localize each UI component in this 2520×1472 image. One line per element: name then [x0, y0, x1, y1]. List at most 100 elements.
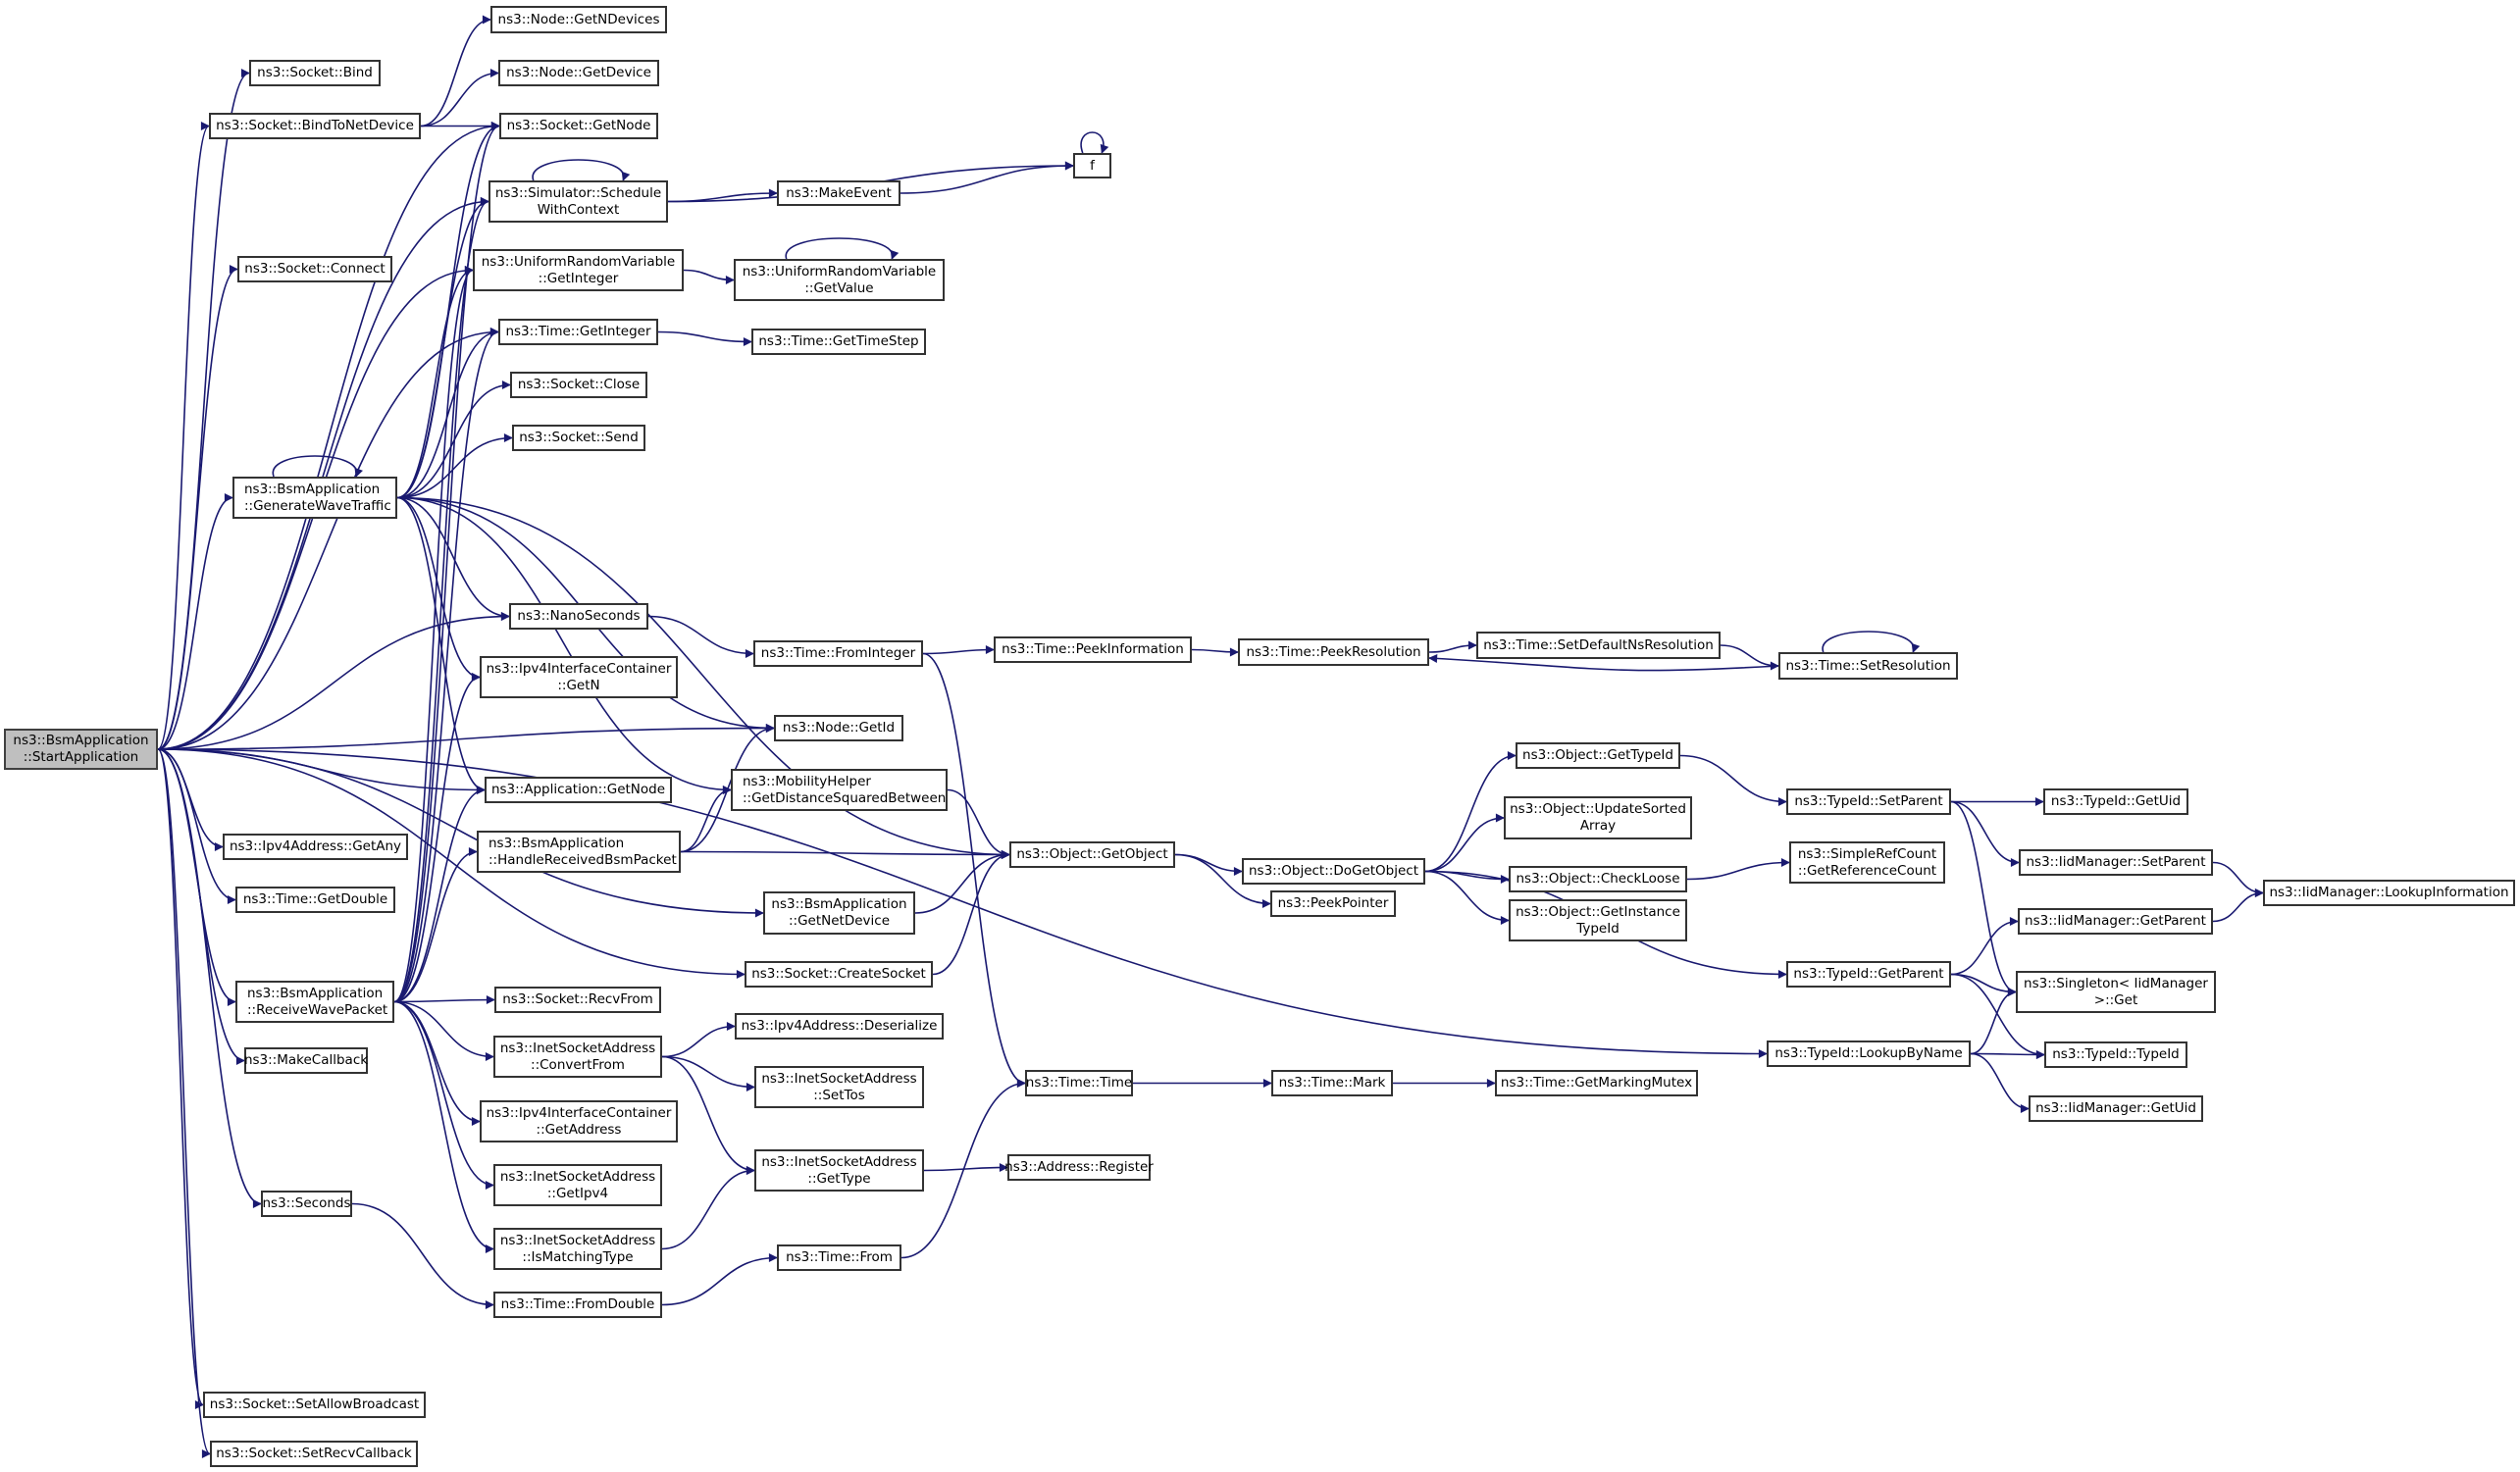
node-inet-socket-address-is-matching-type[interactable]: ns3::InetSocketAddress ::IsMatchingType — [493, 1228, 662, 1270]
edge-startApp-to-connect — [157, 265, 238, 750]
node-singleton-iid-manager-get[interactable]: ns3::Singleton< IidManager >::Get — [2016, 971, 2216, 1013]
node-iid-manager-get-parent[interactable]: ns3::IidManager::GetParent — [2018, 908, 2213, 935]
node-socket-recv-from[interactable]: ns3::Socket::RecvFrom — [494, 987, 661, 1013]
node-nano-seconds[interactable]: ns3::NanoSeconds — [509, 603, 648, 630]
node-iid-manager-get-uid[interactable]: ns3::IidManager::GetUid — [2029, 1095, 2203, 1122]
node-object-get-object[interactable]: ns3::Object::GetObject — [1009, 841, 1175, 868]
node-peek-pointer[interactable]: ns3::PeekPointer — [1270, 890, 1396, 917]
node-socket-get-node[interactable]: ns3::Socket::GetNode — [499, 113, 658, 139]
node-label: ns3::Socket::Connect — [244, 261, 386, 277]
node-iid-manager-lookup-information[interactable]: ns3::IidManager::LookupInformation — [2263, 880, 2515, 906]
edge-peekResolution-to-setDefaultNs — [1428, 640, 1477, 653]
node-make-event[interactable]: ns3::MakeEvent — [777, 180, 900, 206]
node-socket-set-allow-broadcast[interactable]: ns3::Socket::SetAllowBroadcast — [203, 1392, 426, 1418]
edge-timeFromInteger-to-timeTime — [922, 652, 1026, 1088]
edge-startApp-to-socketGetNode — [157, 122, 500, 750]
node-node-get-id[interactable]: ns3::Node::GetId — [774, 715, 903, 741]
edge-setResolution-to-peekResolution — [1428, 653, 1779, 672]
node-node-get-n-devices[interactable]: ns3::Node::GetNDevices — [490, 6, 667, 33]
node-time-set-resolution[interactable]: ns3::Time::SetResolution — [1778, 652, 1958, 680]
node-label: ns3::BsmApplication ::HandleReceivedBsmP… — [489, 835, 677, 868]
node-inet-socket-address-get-ipv4[interactable]: ns3::InetSocketAddress ::GetIpv4 — [493, 1164, 662, 1206]
edge-createSocket-to-objectGetObject — [932, 850, 1010, 976]
node-ipv4-get-any[interactable]: ns3::Ipv4Address::GetAny — [223, 834, 408, 860]
edge-inetConvertFrom-to-inetGetType — [661, 1055, 755, 1175]
edge-scheduleWithContext-to-scheduleWithContext — [532, 159, 631, 181]
node-time-from[interactable]: ns3::Time::From — [777, 1244, 901, 1271]
node-mobility-helper-get-distance-squared-between[interactable]: ns3::MobilityHelper ::GetDistanceSquared… — [731, 769, 948, 811]
node-object-check-loose[interactable]: ns3::Object::CheckLoose — [1509, 866, 1687, 892]
node-type-id-type-id[interactable]: ns3::TypeId::TypeId — [2044, 1041, 2187, 1068]
node-time-peek-information[interactable]: ns3::Time::PeekInformation — [994, 636, 1192, 663]
node-object-get-type-id[interactable]: ns3::Object::GetTypeId — [1516, 742, 1680, 769]
node-socket-connect[interactable]: ns3::Socket::Connect — [237, 256, 392, 282]
node-label: ns3::Time::GetDouble — [242, 891, 388, 907]
edge-receiveWave-to-socketRecvFrom — [393, 995, 495, 1005]
node-socket-set-recv-callback[interactable]: ns3::Socket::SetRecvCallback — [210, 1441, 418, 1467]
edge-receiveWave-to-ipv4IcGetAddress — [393, 1000, 481, 1126]
node-f[interactable]: f — [1073, 153, 1111, 178]
node-time-from-double[interactable]: ns3::Time::FromDouble — [493, 1292, 662, 1318]
node-object-update-sorted-array[interactable]: ns3::Object::UpdateSorted Array — [1504, 796, 1692, 839]
edge-handleReceived-to-objectGetObject — [680, 849, 1010, 859]
node-label: ns3::Node::GetDevice — [506, 65, 651, 80]
node-socket-send[interactable]: ns3::Socket::Send — [512, 425, 645, 451]
node-time-mark[interactable]: ns3::Time::Mark — [1271, 1070, 1393, 1096]
node-socket-bind[interactable]: ns3::Socket::Bind — [249, 60, 381, 86]
node-generate-wave-traffic[interactable]: ns3::BsmApplication ::GenerateWaveTraffi… — [232, 477, 397, 519]
node-label: ns3::NanoSeconds — [517, 608, 641, 624]
node-time-get-time-step[interactable]: ns3::Time::GetTimeStep — [751, 329, 926, 355]
node-simulator-schedule-with-context[interactable]: ns3::Simulator::Schedule WithContext — [489, 180, 668, 223]
node-label: ns3::TypeId::TypeId — [2052, 1046, 2180, 1062]
node-time-set-default-ns-resolution[interactable]: ns3::Time::SetDefaultNsResolution — [1476, 632, 1721, 659]
node-address-register[interactable]: ns3::Address::Register — [1004, 1154, 1154, 1181]
edge-startApp-to-seconds — [157, 748, 262, 1208]
node-node-get-device[interactable]: ns3::Node::GetDevice — [498, 60, 659, 86]
node-start-application[interactable]: ns3::BsmApplication ::StartApplication — [4, 729, 158, 770]
node-socket-bind-to-net-device[interactable]: ns3::Socket::BindToNetDevice — [209, 113, 421, 139]
node-label: ns3::Socket::Bind — [257, 65, 373, 80]
node-object-get-instance-type-id[interactable]: ns3::Object::GetInstance TypeId — [1509, 899, 1687, 941]
node-label: ns3::BsmApplication ::GenerateWaveTraffi… — [244, 481, 391, 514]
node-handle-received-bsm-packet[interactable]: ns3::BsmApplication ::HandleReceivedBsmP… — [477, 831, 681, 873]
node-label: ns3::MakeCallback — [243, 1052, 369, 1068]
edge-generateWave-to-appGetNode — [396, 496, 486, 794]
node-type-id-lookup-by-name[interactable]: ns3::TypeId::LookupByName — [1767, 1041, 1971, 1067]
node-inet-socket-address-get-type[interactable]: ns3::InetSocketAddress ::GetType — [754, 1149, 924, 1192]
node-time-time[interactable]: ns3::Time::Time — [1025, 1070, 1133, 1096]
node-urv-get-value[interactable]: ns3::UniformRandomVariable ::GetValue — [734, 259, 945, 301]
node-application-get-node[interactable]: ns3::Application::GetNode — [485, 777, 672, 803]
node-time-get-marking-mutex[interactable]: ns3::Time::GetMarkingMutex — [1495, 1070, 1698, 1096]
node-type-id-get-uid[interactable]: ns3::TypeId::GetUid — [2043, 788, 2188, 815]
node-urv-get-integer[interactable]: ns3::UniformRandomVariable ::GetInteger — [473, 249, 684, 291]
node-bsm-application-get-net-device[interactable]: ns3::BsmApplication ::GetNetDevice — [763, 891, 915, 935]
edge-receiveWave-to-inetConvertFrom — [393, 1000, 494, 1061]
node-ipv4-interface-container-get-n[interactable]: ns3::Ipv4InterfaceContainer ::GetN — [480, 656, 678, 698]
node-time-from-integer[interactable]: ns3::Time::FromInteger — [753, 640, 923, 667]
node-type-id-get-parent[interactable]: ns3::TypeId::GetParent — [1786, 961, 1951, 988]
node-inet-socket-address-convert-from[interactable]: ns3::InetSocketAddress ::ConvertFrom — [493, 1036, 662, 1078]
edge-startApp-to-timeGetInteger — [157, 328, 499, 750]
edge-bindToNetDevice-to-nodeGetNDevices — [420, 15, 491, 127]
node-ipv4-interface-container-get-address[interactable]: ns3::Ipv4InterfaceContainer ::GetAddress — [480, 1100, 678, 1142]
node-seconds[interactable]: ns3::Seconds — [261, 1191, 352, 1217]
node-simple-ref-count-get-reference-count[interactable]: ns3::SimpleRefCount ::GetReferenceCount — [1789, 841, 1945, 884]
node-time-get-double[interactable]: ns3::Time::GetDouble — [235, 887, 395, 913]
node-socket-close[interactable]: ns3::Socket::Close — [510, 372, 647, 398]
node-label: ns3::Time::SetResolution — [1785, 657, 1951, 674]
node-label: ns3::BsmApplication ::ReceiveWavePacket — [247, 985, 388, 1018]
node-object-do-get-object[interactable]: ns3::Object::DoGetObject — [1242, 858, 1425, 885]
node-time-peek-resolution[interactable]: ns3::Time::PeekResolution — [1238, 638, 1429, 666]
node-receive-wave-packet[interactable]: ns3::BsmApplication ::ReceiveWavePacket — [235, 981, 394, 1023]
node-iid-manager-set-parent[interactable]: ns3::IidManager::SetParent — [2019, 849, 2213, 876]
edge-inetConvertFrom-to-inetSetTos — [661, 1055, 755, 1091]
node-label: ns3::Simulator::Schedule WithContext — [494, 184, 662, 218]
node-make-callback[interactable]: ns3::MakeCallback — [244, 1047, 368, 1074]
node-ipv4-address-deserialize[interactable]: ns3::Ipv4Address::Deserialize — [735, 1013, 944, 1040]
node-time-get-integer[interactable]: ns3::Time::GetInteger — [498, 319, 658, 345]
node-type-id-set-parent[interactable]: ns3::TypeId::SetParent — [1786, 788, 1951, 815]
node-label: ns3::Time::From — [786, 1249, 893, 1265]
node-inet-socket-address-set-tos[interactable]: ns3::InetSocketAddress ::SetTos — [754, 1066, 924, 1108]
node-label: ns3::MakeEvent — [786, 184, 892, 201]
node-socket-create-socket[interactable]: ns3::Socket::CreateSocket — [745, 961, 933, 988]
